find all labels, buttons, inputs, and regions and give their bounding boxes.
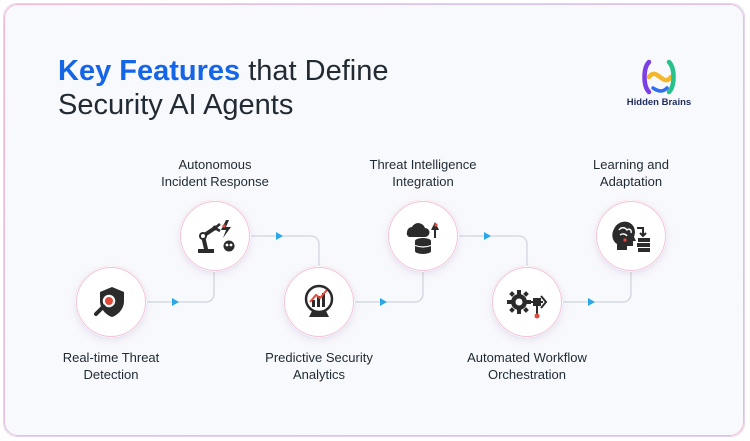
arrow-3 bbox=[380, 298, 387, 306]
connector-4-5 bbox=[458, 235, 528, 268]
feature-circle bbox=[179, 200, 251, 272]
brand-name: Hidden Brains bbox=[626, 97, 692, 108]
cloud-database-icon bbox=[406, 222, 439, 254]
connector-5-6 bbox=[562, 270, 632, 303]
feature-circle bbox=[491, 266, 563, 338]
brand-logo: Hidden Brains bbox=[626, 58, 692, 108]
title-line2: Security AI Agents bbox=[58, 89, 294, 121]
feature-circle bbox=[595, 200, 667, 272]
arrow-1 bbox=[172, 298, 179, 306]
connector-3-4 bbox=[354, 270, 424, 303]
title-rest-line1: that Define bbox=[240, 55, 389, 87]
connector-2-3 bbox=[250, 235, 320, 268]
shield-magnifier-icon bbox=[94, 287, 124, 317]
connector-1-2 bbox=[146, 270, 215, 303]
arrow-4 bbox=[484, 232, 491, 240]
brain-books-icon bbox=[612, 221, 650, 252]
feature-circle bbox=[387, 200, 459, 272]
arrow-5 bbox=[588, 298, 595, 306]
title-highlight: Key Features bbox=[58, 55, 241, 87]
feature-circle bbox=[283, 266, 355, 338]
hidden-brains-logo-icon bbox=[642, 59, 676, 95]
gear-flow-icon bbox=[507, 290, 548, 319]
crystal-ball-chart-icon bbox=[304, 284, 334, 317]
feature-circle bbox=[75, 266, 147, 338]
arrow-2 bbox=[276, 232, 283, 240]
robot-arm-icon bbox=[198, 220, 235, 253]
